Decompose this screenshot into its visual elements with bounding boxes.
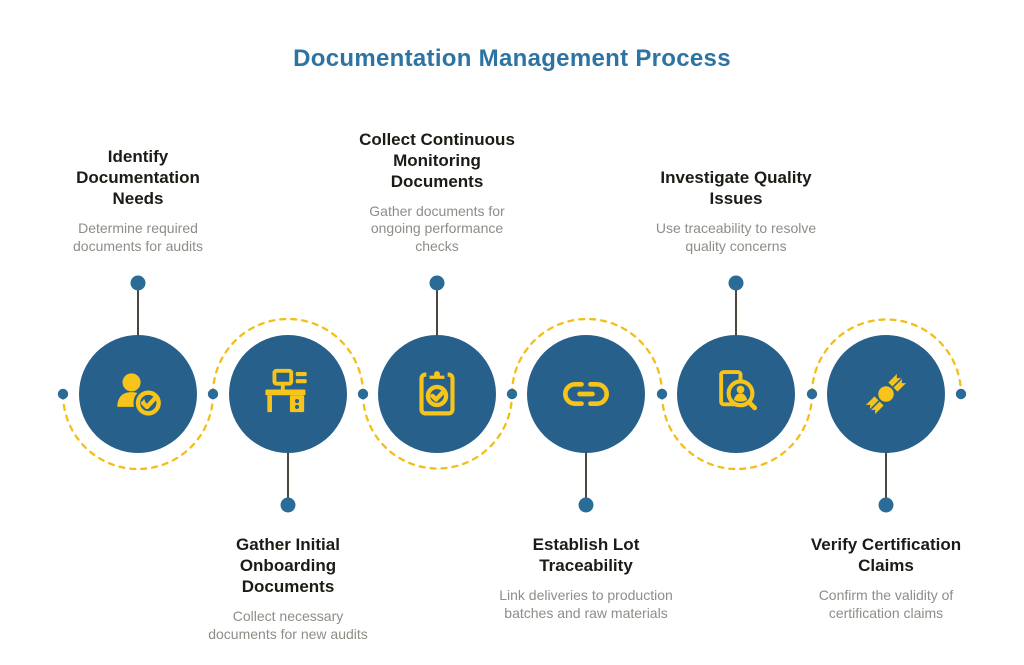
step-node-5 <box>677 335 795 453</box>
connector-dot <box>728 275 744 291</box>
connector-dot <box>878 497 894 513</box>
step-description: Determine required documents for audits <box>73 220 203 254</box>
step-2-label: Gather Initial Onboarding Documents Coll… <box>158 534 418 643</box>
step-title: Identify Documentation Needs <box>76 147 200 208</box>
timeline-dot <box>656 388 668 400</box>
timeline-dot <box>955 388 967 400</box>
step-description: Confirm the validity of certification cl… <box>818 587 954 621</box>
desk-workstation-icon <box>265 368 307 413</box>
dashed-arc <box>660 392 814 471</box>
timeline-dot <box>207 388 219 400</box>
step-node-1 <box>79 335 197 453</box>
connector-dot <box>429 275 445 291</box>
clipboard-check-icon <box>419 367 455 416</box>
step-description: Gather documents for ongoing performance… <box>369 202 505 254</box>
dashed-arc <box>510 317 664 396</box>
step-title: Collect Continuous Monitoring Documents <box>359 129 515 191</box>
step-title: Establish Lot Traceability <box>532 535 640 575</box>
timeline-dot <box>506 388 518 400</box>
timeline-dot <box>57 388 69 400</box>
step-node-3 <box>378 335 496 453</box>
step-6-label: Verify Certification Claims Confirm the … <box>756 534 1016 622</box>
step-1-label: Identify Documentation Needs Determine r… <box>8 146 268 255</box>
step-5-label: Investigate Quality Issues Use traceabil… <box>606 167 866 255</box>
step-description: Link deliveries to production batches an… <box>499 587 673 621</box>
step-title: Investigate Quality Issues <box>660 168 812 208</box>
step-title: Verify Certification Claims <box>810 535 962 575</box>
award-ribbon-icon <box>865 373 907 415</box>
timeline-dot <box>357 388 369 400</box>
connector-dot <box>280 497 296 513</box>
step-description: Collect necessary documents for new audi… <box>208 608 368 642</box>
page-title: Documentation Management Process <box>293 45 731 72</box>
step-title: Gather Initial Onboarding Documents <box>236 535 340 596</box>
chain-link-icon <box>563 381 609 407</box>
connector-dot <box>578 497 594 513</box>
connector-dot <box>130 275 146 291</box>
step-3-label: Collect Continuous Monitoring Documents … <box>307 129 567 256</box>
step-node-2 <box>229 335 347 453</box>
dashed-arc <box>61 392 215 471</box>
dashed-arc <box>361 392 514 470</box>
timeline-dot <box>806 388 818 400</box>
dashed-arc <box>211 317 365 396</box>
dashed-arc <box>810 318 963 396</box>
document-search-icon <box>719 370 758 411</box>
step-node-6 <box>827 335 945 453</box>
step-4-label: Establish Lot Traceability Link deliveri… <box>456 534 716 622</box>
step-description: Use traceability to resolve quality conc… <box>655 220 817 254</box>
step-node-4 <box>527 335 645 453</box>
user-check-icon <box>117 373 164 418</box>
